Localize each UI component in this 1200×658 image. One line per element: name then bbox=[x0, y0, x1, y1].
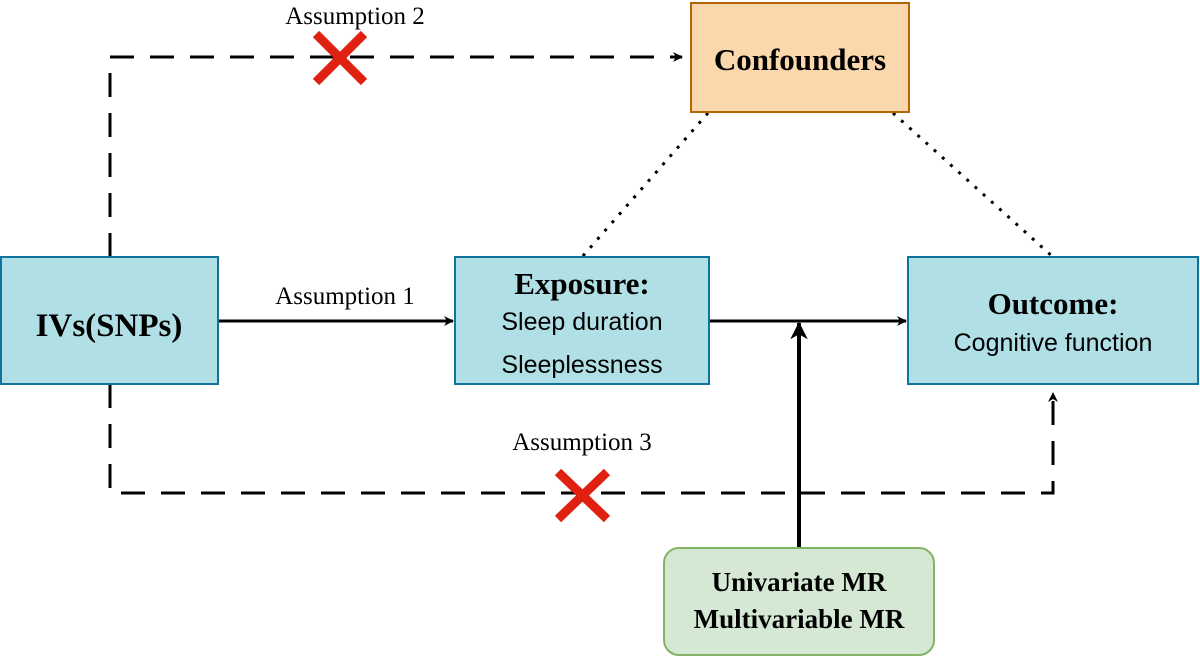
ivs-label: IVs(SNPs) bbox=[36, 308, 183, 344]
exposure-node: Exposure: Sleep duration Sleeplessness bbox=[454, 256, 710, 385]
exposure-item-sleeplessness: Sleeplessness bbox=[501, 351, 662, 379]
methods-node: Univariate MR Multivariable MR bbox=[663, 547, 935, 656]
method-multivariable-mr: Multivariable MR bbox=[694, 604, 905, 634]
outcome-node: Outcome: Cognitive function bbox=[907, 256, 1199, 385]
assumption2-path bbox=[108, 52, 683, 257]
outcome-title: Outcome: bbox=[988, 286, 1119, 321]
method-univariate-mr: Univariate MR bbox=[712, 567, 887, 597]
confounder-exposure-link bbox=[580, 112, 710, 258]
confounders-node: Confounders bbox=[690, 2, 910, 113]
cross-icon bbox=[554, 468, 611, 523]
exposure-title: Exposure: bbox=[514, 266, 650, 301]
outcome-item-cognitive-function: Cognitive function bbox=[954, 329, 1153, 357]
confounder-outcome-link bbox=[891, 111, 1055, 259]
cross-icon bbox=[312, 30, 368, 86]
confounders-label: Confounders bbox=[714, 42, 886, 77]
assumption1-label: Assumption 1 bbox=[275, 283, 415, 310]
assumption3-label: Assumption 3 bbox=[512, 429, 652, 456]
ivs-node: IVs(SNPs) bbox=[0, 256, 219, 385]
exposure-item-sleep-duration: Sleep duration bbox=[501, 308, 662, 336]
assumption2-label: Assumption 2 bbox=[285, 3, 425, 30]
